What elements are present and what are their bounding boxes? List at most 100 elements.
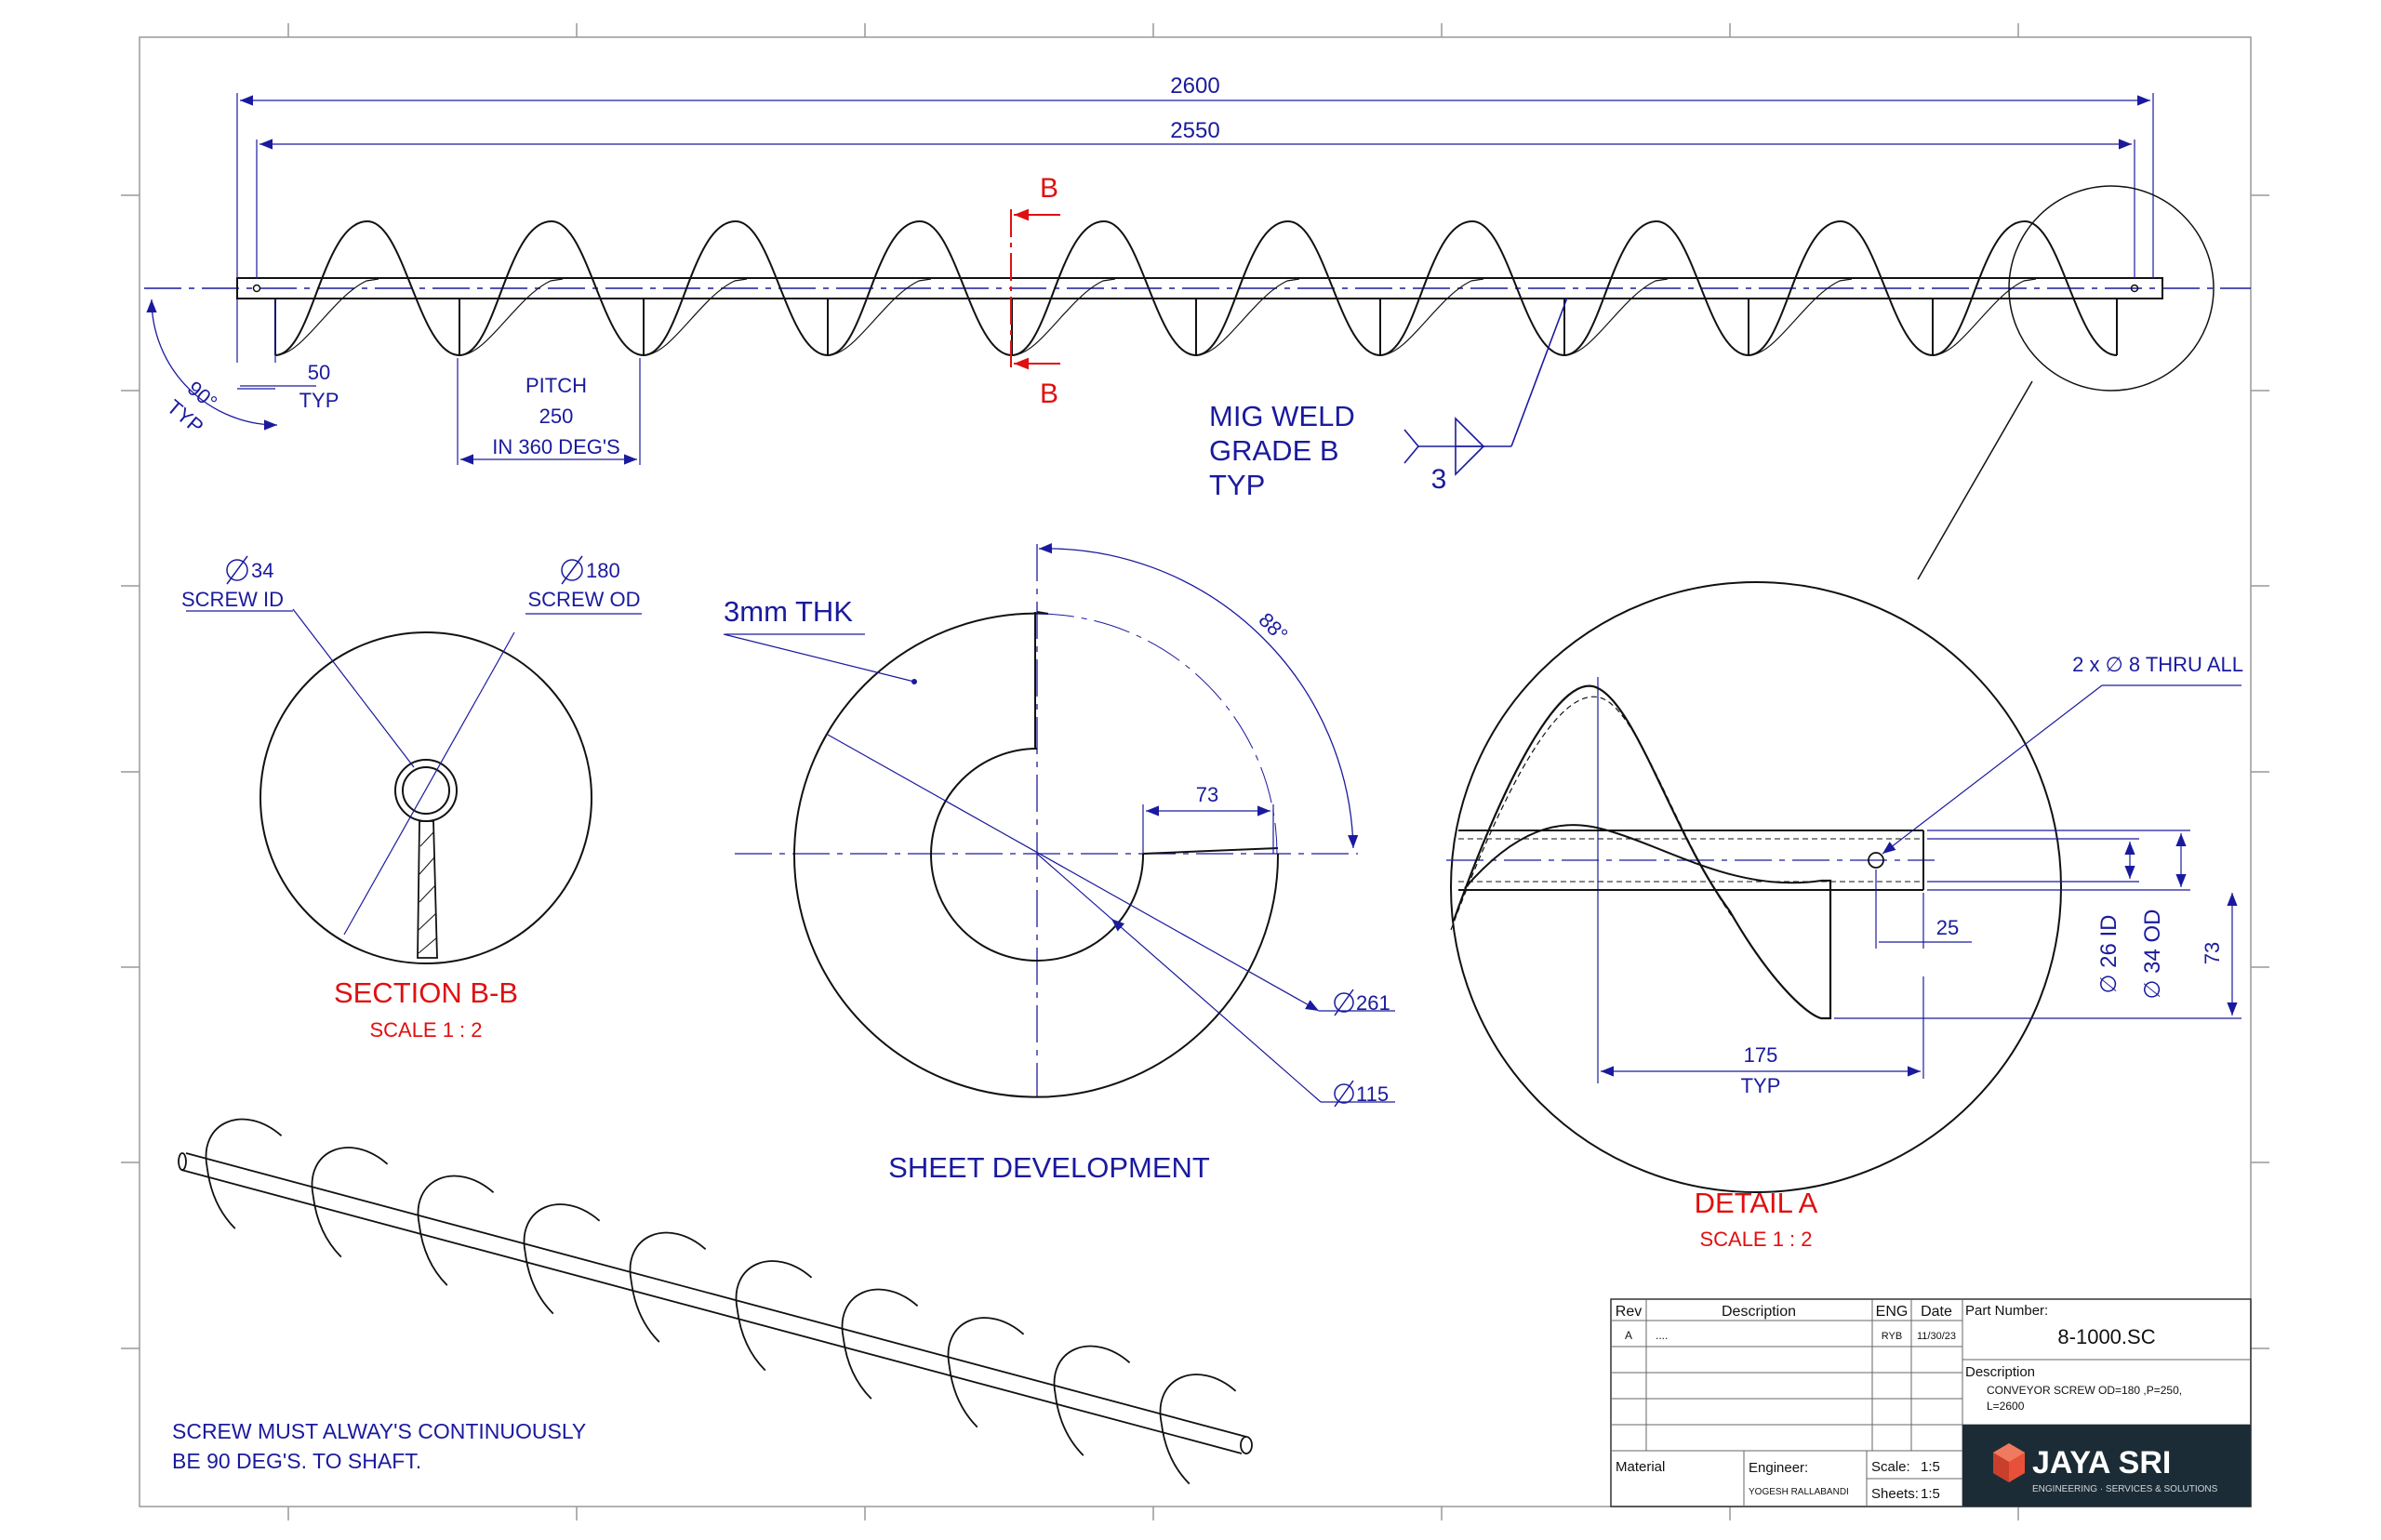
flight-turn <box>274 219 460 356</box>
isometric-flight-turn <box>735 1260 813 1372</box>
section-flight <box>417 820 438 959</box>
tb-description-label: Description <box>1965 1364 2035 1380</box>
tb-engineer-name: YOGESH RALLABANDI <box>1749 1487 1849 1497</box>
dim-2600: 2600 <box>1170 73 1219 99</box>
tb-engineer-label: Engineer: <box>1749 1460 1808 1476</box>
flight-back-edge <box>643 278 748 356</box>
angle-88-arc <box>1038 543 1359 849</box>
dim-2550: 2550 <box>1170 118 1219 143</box>
detail-flight <box>1452 684 1832 1020</box>
section-shaft-outer <box>394 759 458 822</box>
flight-back-edge <box>827 278 932 356</box>
isometric-flight-turn <box>841 1288 919 1400</box>
flight-turn <box>827 219 1013 356</box>
tb-rev-a-eng: RYB <box>1882 1331 1902 1342</box>
pitch-label: PITCH <box>525 374 587 397</box>
tb-description-line-2: L=2600 <box>1987 1400 2025 1413</box>
section-letter-top: B <box>1040 173 1058 204</box>
flight-back-edge <box>274 278 379 356</box>
tb-part-number-label: Part Number: <box>1965 1303 2048 1319</box>
development-angle: 88° <box>1254 608 1292 646</box>
tb-rev-a-desc: .... <box>1656 1329 1668 1342</box>
weld-line-2: GRADE B <box>1209 434 1339 467</box>
tb-material-label: Material <box>1616 1459 1665 1475</box>
detail-a-callout-circle <box>2008 185 2215 392</box>
sheet-development-view: 88° 73 3mm THK 261 115 SHEET DEVELOPMENT <box>723 543 1395 1184</box>
isometric-flight-turn <box>205 1118 283 1229</box>
detail-a-leader <box>1917 380 2033 580</box>
detail-od-label: ∅ 34 OD <box>2140 909 2165 1000</box>
flight-back-edge <box>1748 278 1853 356</box>
dim-50: 50 <box>308 361 330 384</box>
sheet-border <box>121 23 2269 1520</box>
section-od-dia: 180 <box>586 559 620 582</box>
section-od-label: SCREW OD <box>528 588 641 611</box>
pitch-note: IN 360 DEG'S <box>492 435 619 458</box>
flight-back-edge <box>1563 278 1669 356</box>
screw-flights <box>274 219 2118 356</box>
flight-turn <box>1563 219 1749 356</box>
tb-rev-header: Rev <box>1616 1304 1642 1320</box>
isometric-flight-turn <box>311 1147 389 1258</box>
development-dim-73: 73 <box>1196 783 1218 806</box>
development-outer-arc <box>793 612 1280 1098</box>
flight-turn <box>1748 219 1934 356</box>
detail-a-scale: SCALE 1 : 2 <box>1699 1228 1812 1251</box>
tb-eng-header: ENG <box>1876 1304 1909 1320</box>
title-block: Rev Description ENG Date A .... RYB 11/3… <box>1610 1298 2252 1507</box>
tb-part-number: 8-1000.SC <box>2057 1325 2155 1348</box>
flight-turn <box>1932 219 2118 356</box>
flight-turn <box>1011 219 1197 356</box>
weld-size: 3 <box>1431 464 1447 495</box>
detail-id-label: ∅ 26 ID <box>2096 915 2122 994</box>
sheet-development-title: SHEET DEVELOPMENT <box>888 1151 1210 1184</box>
tb-sheets-value: 1:5 <box>1921 1486 1940 1502</box>
shaft <box>236 277 2163 299</box>
isometric-flight-turn <box>947 1317 1025 1428</box>
development-thickness: 3mm THK <box>724 595 853 628</box>
isometric-flight-turn <box>417 1175 495 1286</box>
flight-back-edge <box>459 278 564 356</box>
section-id-label: SCREW ID <box>181 588 284 611</box>
front-view: 2600 2550 90° TYP 50 TYP PITCH 250 IN 36… <box>144 73 2251 580</box>
logo-text: JAYA SRI <box>2032 1445 2171 1480</box>
detail-a-title: DETAIL A <box>1695 1187 1818 1219</box>
flight-turn <box>1195 219 1381 356</box>
flight-back-edge <box>1932 278 2037 356</box>
detail-dim-73: 73 <box>2201 942 2224 964</box>
flight-turn <box>1379 219 1565 356</box>
pitch-value: 250 <box>539 405 574 428</box>
note-line-1: SCREW MUST ALWAY'S CONTINUOUSLY <box>172 1419 586 1443</box>
tb-date-header: Date <box>1921 1304 1952 1320</box>
detail-hole-note: 2 x ∅ 8 THRU ALL <box>2072 653 2243 676</box>
isometric-flight-turn <box>629 1231 707 1343</box>
section-id-dia: 34 <box>251 559 273 582</box>
flight-back-edge <box>1195 278 1300 356</box>
section-hatch <box>418 831 438 954</box>
logo-subtitle: ENGINEERING · SERVICES & SOLUTIONS <box>2032 1484 2218 1494</box>
section-shaft-inner <box>402 766 450 815</box>
weld-line-3: TYP <box>1209 469 1265 501</box>
detail-a-circle <box>1450 581 2062 1193</box>
flight-back-edge <box>1379 278 1484 356</box>
detail-hole <box>1868 852 1884 869</box>
section-letter-bottom: B <box>1040 378 1058 409</box>
isometric-view <box>178 1118 1253 1485</box>
company-logo: JAYA SRI ENGINEERING · SERVICES & SOLUTI… <box>1962 1425 2251 1507</box>
section-outer-circle <box>259 631 592 964</box>
flight-back-edge <box>1011 278 1116 356</box>
weld-symbol <box>1403 297 1568 476</box>
isometric-flights <box>205 1118 1237 1485</box>
shaft-hole-right <box>2130 284 2139 293</box>
detail-dim-175-typ: TYP <box>1741 1074 1781 1097</box>
flight-turn <box>459 219 645 356</box>
isometric-flight-turn <box>1053 1345 1131 1456</box>
tb-rev-a-date: 11/30/23 <box>1917 1331 1956 1342</box>
section-bb-view: 34 SCREW ID 180 SCREW OD SECTION B-B SCA… <box>181 555 642 1042</box>
tb-description-line-1: CONVEYOR SCREW OD=180 ,P=250, <box>1987 1384 2182 1397</box>
shaft-hole-left <box>252 284 261 293</box>
tb-sheets-label: Sheets: <box>1871 1486 1919 1502</box>
note-line-2: BE 90 DEG'S. TO SHAFT. <box>172 1449 421 1473</box>
flight-turn <box>643 219 829 356</box>
